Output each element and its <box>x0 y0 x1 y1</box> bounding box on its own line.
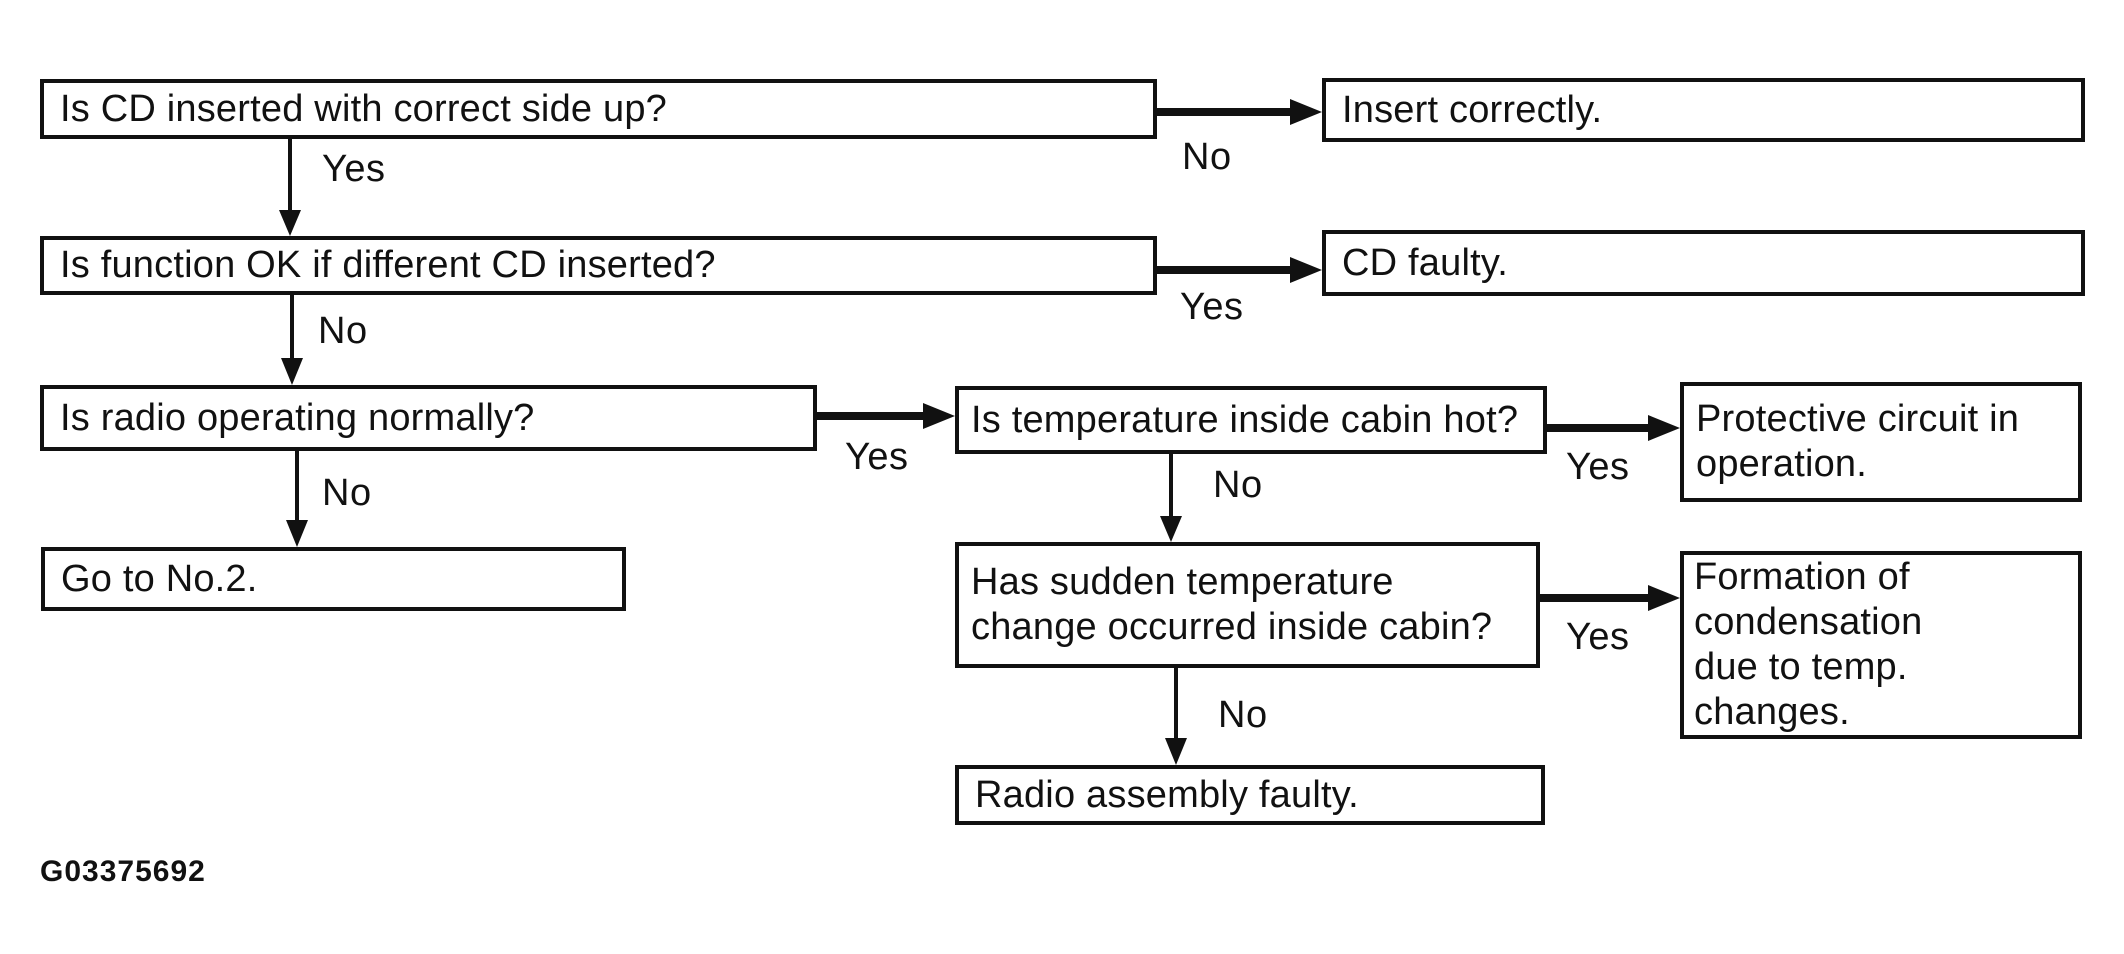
edge-label-q4-no: No <box>1213 464 1263 506</box>
edge-label-q1-no: No <box>1182 136 1232 178</box>
edge-label-q1-yes: Yes <box>322 148 386 190</box>
arrow-q2-yes-right <box>1157 257 1322 283</box>
arrow-q4-no-down <box>1160 454 1182 542</box>
arrow-q3-yes-right <box>817 403 955 429</box>
node-question-sudden-temp-change: Has sudden temperature change occurred i… <box>955 542 1540 668</box>
node-question-cabin-temp-hot: Is temperature inside cabin hot? <box>955 386 1547 454</box>
figure-id-label: G03375692 <box>40 855 206 888</box>
edge-label-q5-no: No <box>1218 694 1268 736</box>
edge-label-q2-no: No <box>318 310 368 352</box>
arrow-q3-no-down <box>286 451 308 547</box>
edge-label-q4-yes: Yes <box>1566 446 1630 488</box>
node-result-protective-circuit: Protective circuit in operation. <box>1680 382 2082 502</box>
arrow-q4-yes-right <box>1547 415 1680 441</box>
arrow-q5-yes-right <box>1540 585 1680 611</box>
node-question-different-cd: Is function OK if different CD inserted? <box>40 236 1157 295</box>
edge-label-q3-no: No <box>322 472 372 514</box>
node-result-radio-assembly-faulty: Radio assembly faulty. <box>955 765 1545 825</box>
node-result-cd-faulty: CD faulty. <box>1322 230 2085 296</box>
arrow-q5-no-down <box>1165 668 1187 765</box>
edge-label-q5-yes: Yes <box>1566 616 1630 658</box>
edge-label-q2-yes: Yes <box>1180 286 1244 328</box>
node-result-condensation: Formation of condensation due to temp. c… <box>1680 551 2082 739</box>
arrow-q1-yes-down <box>279 139 301 236</box>
node-result-insert-correctly: Insert correctly. <box>1322 78 2085 142</box>
edge-label-q3-yes: Yes <box>845 436 909 478</box>
node-question-cd-side-up: Is CD inserted with correct side up? <box>40 79 1157 139</box>
arrow-q1-no-right <box>1157 99 1322 125</box>
node-result-go-to-no2: Go to No.2. <box>41 547 626 611</box>
arrow-q2-no-down <box>281 295 303 385</box>
node-question-radio-operating: Is radio operating normally? <box>40 385 817 451</box>
